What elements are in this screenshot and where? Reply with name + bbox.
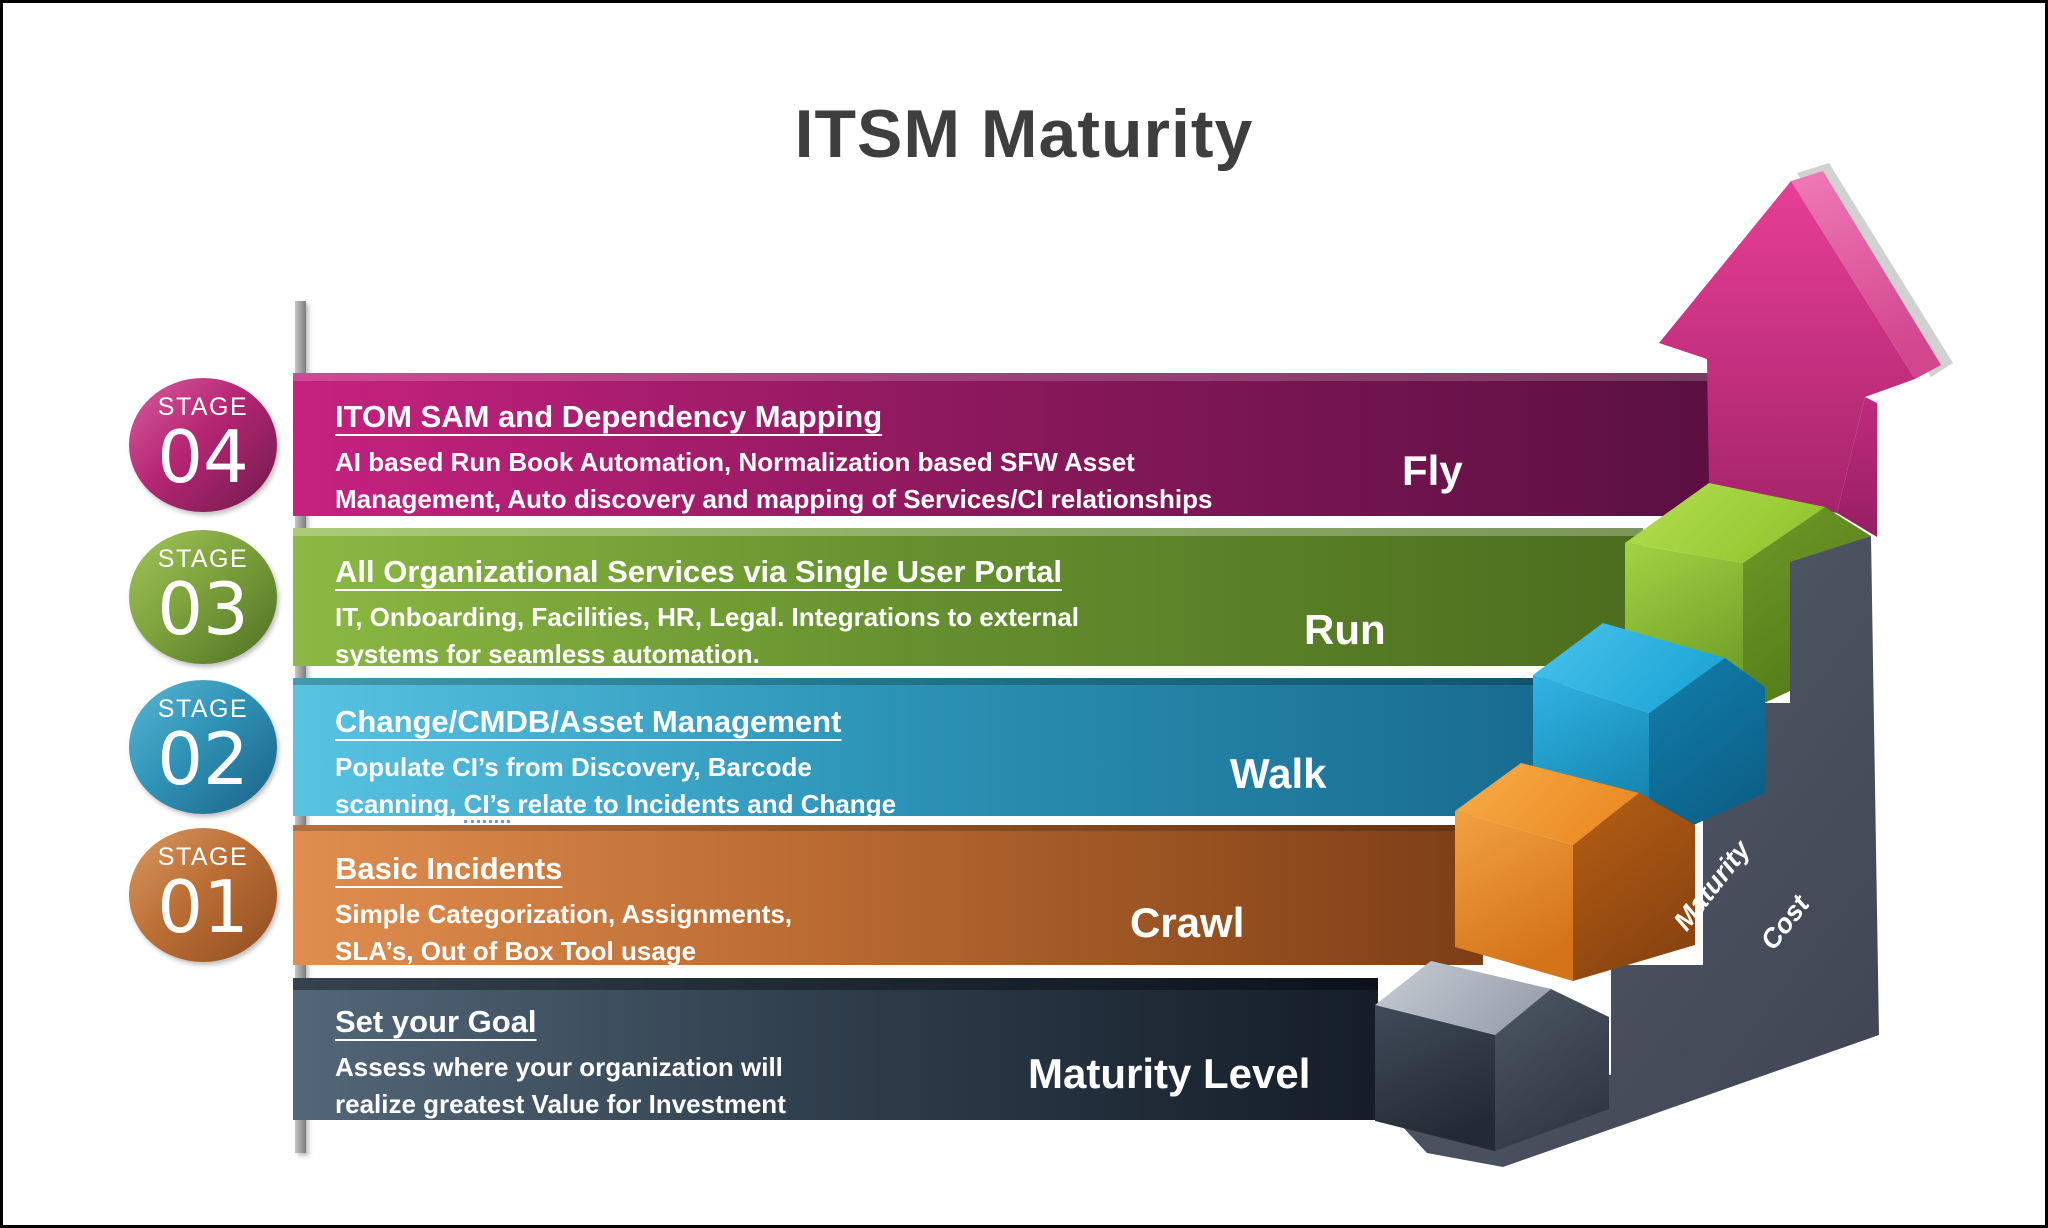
level-label: Crawl bbox=[1130, 899, 1245, 946]
stage-heading: Basic Incidents bbox=[335, 851, 563, 886]
stage-heading: Set your Goal bbox=[335, 1004, 537, 1039]
description-line: realize greatest Value for Investment bbox=[335, 1089, 786, 1119]
stage-badge: STAGE 01 bbox=[129, 828, 277, 962]
description-line: Simple Categorization, Assignments, bbox=[335, 899, 793, 929]
page-title: ITSM Maturity bbox=[794, 96, 1254, 172]
description-line: IT, Onboarding, Facilities, HR, Legal. I… bbox=[335, 602, 1080, 632]
description-line: AI based Run Book Automation, Normalizat… bbox=[335, 447, 1135, 477]
stage-row: STAGE 03 All Organizational Services via… bbox=[3, 528, 2045, 669]
stage-row: STAGE 02 Change/CMDB/Asset Management Po… bbox=[3, 678, 2045, 823]
stage-word: STAGE bbox=[157, 545, 249, 573]
stage-row: STAGE 01 Basic Incidents Simple Categori… bbox=[3, 825, 2045, 966]
stage-row: Set your Goal Assess where your organiza… bbox=[3, 978, 2045, 1120]
stage-word: STAGE bbox=[157, 392, 249, 421]
stage-badge: STAGE 04 bbox=[129, 377, 277, 512]
stage-number: 01 bbox=[157, 865, 249, 949]
stage-description: AI based Run Book Automation, Normalizat… bbox=[335, 444, 1718, 518]
stage-heading: Change/CMDB/Asset Management bbox=[335, 704, 842, 739]
stage-row: STAGE 04 ITOM SAM and Dependency Mapping… bbox=[3, 373, 2045, 516]
stage-number: 04 bbox=[157, 414, 249, 499]
stage-bar: All Organizational Services via Single U… bbox=[293, 528, 1643, 669]
level-label: Maturity Level bbox=[1028, 1050, 1311, 1097]
description-line: scanning, CI’s relate to Incidents and C… bbox=[335, 786, 1563, 823]
stage-number: 03 bbox=[157, 567, 249, 651]
stage-bar: Set your Goal Assess where your organiza… bbox=[293, 978, 1378, 1120]
description-line: Management, Auto discovery and mapping o… bbox=[335, 484, 1213, 514]
stage-badge: STAGE 02 bbox=[129, 680, 277, 814]
description-line: SLA’s, Out of Box Tool usage bbox=[335, 936, 697, 966]
stage-description: Simple Categorization, Assignments, SLA’s… bbox=[335, 896, 1483, 970]
stage-rows: STAGE 04 ITOM SAM and Dependency Mapping… bbox=[3, 3, 2045, 1225]
stage-bar: Change/CMDB/Asset Management Populate CI… bbox=[293, 678, 1563, 823]
stage-word: STAGE bbox=[157, 843, 249, 871]
level-label: Walk bbox=[1230, 750, 1327, 797]
stage-heading: ITOM SAM and Dependency Mapping bbox=[335, 399, 883, 434]
ci-term: CI’s bbox=[463, 789, 511, 823]
stage-badge: STAGE 03 bbox=[129, 530, 277, 664]
description-line: Populate CI’s from Discovery, Barcode bbox=[335, 749, 1563, 786]
stage-description: Assess where your organization will reali… bbox=[335, 1049, 1378, 1123]
level-label: Run bbox=[1304, 606, 1386, 653]
stage-word: STAGE bbox=[157, 695, 249, 723]
level-label: Fly bbox=[1402, 447, 1463, 494]
description-line: Assess where your organization will bbox=[335, 1052, 783, 1082]
ci-term: CI’s bbox=[452, 752, 499, 786]
description-line: systems for seamless automation. bbox=[335, 639, 760, 669]
stage-bar: ITOM SAM and Dependency Mapping AI based… bbox=[293, 373, 1718, 516]
stage-heading: All Organizational Services via Single U… bbox=[335, 554, 1063, 589]
stage-bar: Basic Incidents Simple Categorization, A… bbox=[293, 825, 1483, 966]
stage-description: IT, Onboarding, Facilities, HR, Legal. I… bbox=[335, 599, 1643, 673]
stage-number: 02 bbox=[157, 717, 249, 801]
